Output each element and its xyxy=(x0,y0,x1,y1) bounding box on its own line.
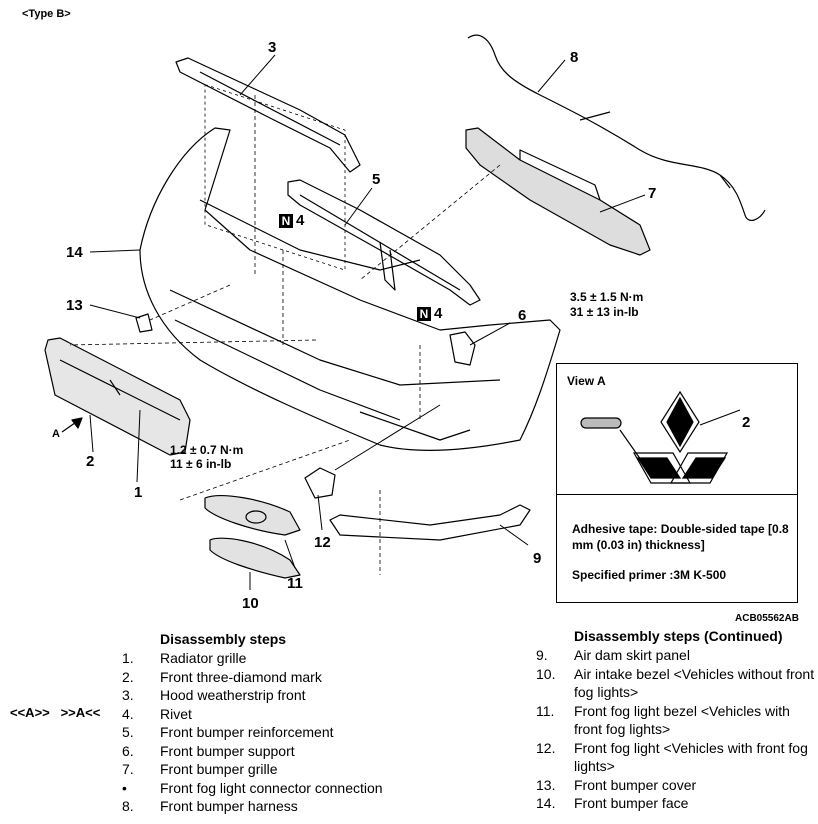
step-number: 1. xyxy=(122,650,134,666)
step-number: 2. xyxy=(122,668,134,685)
n-badge: N xyxy=(279,214,293,228)
part-radiator-grille xyxy=(44,337,191,456)
step-item: 1. Radiator grille xyxy=(122,649,383,668)
callout-12: 12 xyxy=(314,534,331,551)
step-item: 2. Front three-diamond mark xyxy=(122,668,383,687)
part-bumper-support xyxy=(449,331,476,366)
callout-9: 9 xyxy=(533,550,542,567)
step-text: Front fog light <Vehicles with front fog… xyxy=(574,739,808,775)
part-bumper-reinforcement xyxy=(287,179,481,306)
callout-7: 7 xyxy=(648,185,657,202)
step-text: Front fog light connector connection xyxy=(160,779,383,796)
part-bumper-grille xyxy=(465,127,651,256)
callout-3: 3 xyxy=(268,39,277,56)
step-text: Hood weatherstrip front xyxy=(160,687,306,703)
step-number: 7. xyxy=(122,761,134,777)
primer-note: Specified primer :3M K-500 xyxy=(572,568,727,582)
step-text: Front bumper harness xyxy=(160,798,298,814)
part-air-dam-skirt xyxy=(329,504,531,541)
callout-5: 5 xyxy=(372,171,381,188)
callout-8: 8 xyxy=(570,49,579,66)
step-number: 4. xyxy=(122,705,134,722)
step-text: Front bumper grille xyxy=(160,761,278,777)
callout-2: 2 xyxy=(86,453,95,470)
step-item: 7. Front bumper grille xyxy=(122,760,383,779)
step-item: 12. Front fog light <Vehicles with front … xyxy=(536,739,816,776)
step-item: 14. Front bumper face xyxy=(536,794,816,813)
callout-14: 14 xyxy=(66,244,83,261)
step-item: 5. Front bumper reinforcement xyxy=(122,723,383,742)
callout-4-upper: 4 xyxy=(296,212,305,229)
torque-spec-nm: 1.2 ± 0.7 N·m xyxy=(170,443,244,457)
step-number: 5. xyxy=(122,724,134,740)
adhesive-note: Adhesive tape: Double-sided tape [0.8 mm… xyxy=(572,522,789,552)
steps-list-continued: 9. Air dam skirt panel 10. Air intake bezel… xyxy=(536,646,816,813)
n-badge: N xyxy=(417,307,431,321)
part-fog-light-bezel xyxy=(204,495,301,536)
step-text: Radiator grille xyxy=(160,650,247,666)
torque-spec-inlb: 11 ± 6 in-lb xyxy=(170,457,232,471)
steps-title-continued: Disassembly steps (Continued) xyxy=(574,628,783,644)
callout-10: 10 xyxy=(242,595,259,612)
torque-spec-nm: 3.5 ± 1.5 N·m xyxy=(570,290,644,304)
three-diamond-illustration xyxy=(580,390,729,484)
callout-13: 13 xyxy=(66,297,83,314)
step-item: 3. Hood weatherstrip front xyxy=(122,686,383,705)
step-number: 12. xyxy=(536,739,556,756)
service-codes: <<A>> >>A<< xyxy=(10,705,101,720)
step-number: 6. xyxy=(122,742,134,759)
step-item: 9. Air dam skirt panel xyxy=(536,646,816,665)
step-item: 10. Air intake bezel <Vehicles without fr… xyxy=(536,665,816,702)
torque-spec-inlb: 31 ± 13 in-lb xyxy=(570,305,639,319)
step-item: • Front fog light connector connection xyxy=(122,779,383,798)
part-bumper-face xyxy=(139,127,561,452)
step-item: 6. Front bumper support xyxy=(122,742,383,761)
step-number: • xyxy=(122,779,127,796)
step-number: 8. xyxy=(122,798,134,814)
step-number: 14. xyxy=(536,795,556,811)
step-text: Front bumper support xyxy=(160,742,295,759)
step-number: 10. xyxy=(536,665,556,682)
view-a-divider xyxy=(557,494,797,495)
type-label: <Type B> xyxy=(22,8,71,20)
view-a-arrow-label: A xyxy=(52,428,60,440)
step-text: Front bumper reinforcement xyxy=(160,724,334,740)
step-number: 9. xyxy=(536,647,548,663)
view-a-title: View A xyxy=(567,374,606,388)
part-air-intake-bezel xyxy=(209,537,301,579)
callout-1: 1 xyxy=(134,484,143,501)
step-text: Front bumper cover xyxy=(574,776,697,793)
view-a-callout-2: 2 xyxy=(742,414,751,431)
step-number: 3. xyxy=(122,687,134,703)
step-item: 13. Front bumper cover xyxy=(536,776,816,795)
step-item: 8. Front bumper harness xyxy=(122,797,383,816)
figure-code: ACB05562AB xyxy=(735,613,799,624)
step-item: 11. Front fog light bezel <Vehicles with … xyxy=(536,702,816,739)
exploded-parts-diagram xyxy=(44,34,766,590)
steps-list: 1. Radiator grille 2. Front three-diamond m… xyxy=(122,649,383,816)
steps-title: Disassembly steps xyxy=(160,631,287,647)
step-number: 11. xyxy=(536,702,555,719)
callout-6: 6 xyxy=(518,307,527,324)
step-text: Air intake bezel <Vehicles without front… xyxy=(574,665,815,701)
part-hood-weatherstrip xyxy=(175,57,361,271)
callout-4-lower: 4 xyxy=(434,305,443,322)
part-bumper-harness xyxy=(467,34,766,222)
part-fog-light xyxy=(304,467,336,499)
callout-11: 11 xyxy=(287,575,303,592)
step-text: Rivet xyxy=(160,705,192,722)
view-a-panel: View A 2 Adhesive tape: Double-sided tap… xyxy=(556,363,798,603)
part-bumper-cover xyxy=(135,313,153,333)
step-text: Front bumper face xyxy=(574,795,689,811)
step-text: Air dam skirt panel xyxy=(574,647,690,663)
step-text: Front fog light bezel <Vehicles with fro… xyxy=(574,702,790,738)
step-number: 13. xyxy=(536,776,556,793)
step-text: Front three-diamond mark xyxy=(160,668,322,685)
step-item: 4. Rivet xyxy=(122,705,383,724)
